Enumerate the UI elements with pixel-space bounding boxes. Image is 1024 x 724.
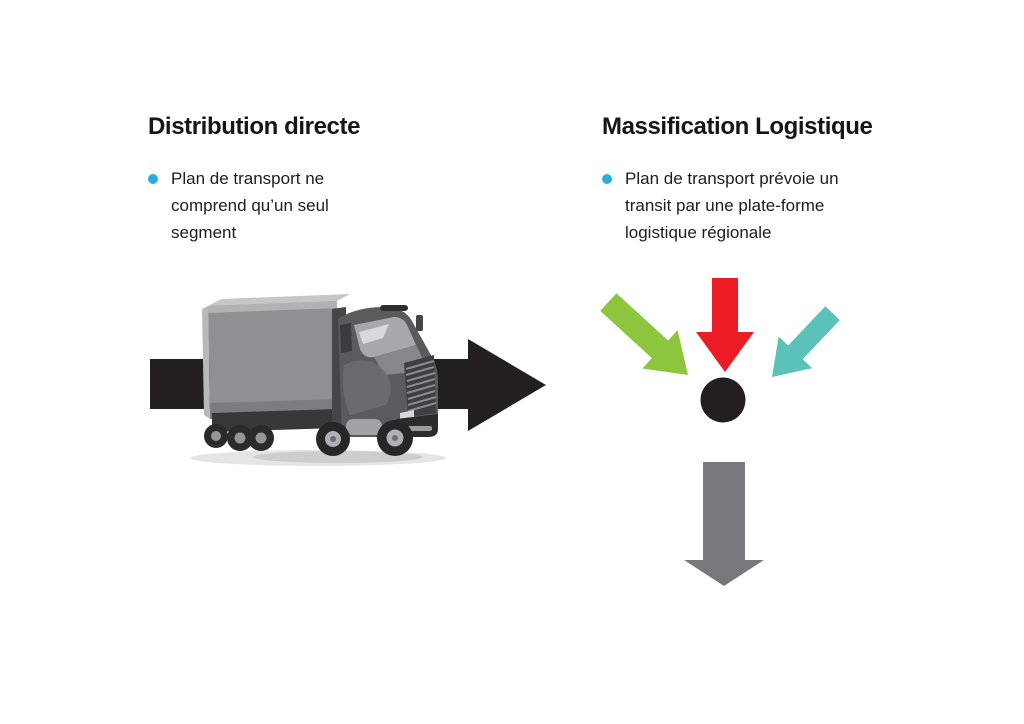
right-column: Massification Logistique Plan de transpo… (602, 112, 902, 246)
right-bullet-item: Plan de transport prévoie un transit par… (602, 165, 902, 246)
trailer-wheels (204, 424, 274, 451)
left-bullet-text: Plan de transport ne comprend qu’un seul… (171, 169, 329, 242)
bullet-dot-icon (148, 174, 158, 184)
truck-illustration (190, 294, 446, 466)
trailer-side (208, 301, 339, 419)
gray-outbound-arrow-icon (684, 462, 764, 586)
direct-flow-illustration (150, 294, 546, 466)
right-title: Massification Logistique (602, 113, 873, 140)
truck-shadow (190, 450, 446, 466)
green-inbound-arrow-icon (600, 293, 688, 375)
truck-chassis (212, 409, 338, 432)
red-inbound-arrow-icon (696, 278, 754, 372)
left-column: Distribution directe Plan de transport n… (148, 112, 448, 246)
trailer-top (208, 294, 350, 306)
left-title: Distribution directe (148, 113, 361, 140)
trailer-rear-edge (202, 306, 210, 419)
front-grille (404, 355, 436, 417)
side-window (340, 323, 352, 353)
side-mirror (416, 315, 423, 331)
massification-illustration (600, 278, 840, 586)
cab-wheels (316, 420, 413, 456)
right-bullet-text: Plan de transport prévoie un transit par… (625, 169, 839, 242)
teal-inbound-arrow-icon (772, 306, 840, 377)
bullet-dot-icon (602, 174, 612, 184)
fuel-tank (346, 419, 382, 435)
hub-dot-icon (700, 377, 746, 423)
left-bullet-item: Plan de transport ne comprend qu’un seul… (148, 165, 448, 246)
roof-lights (380, 305, 408, 311)
windshield (354, 317, 416, 358)
